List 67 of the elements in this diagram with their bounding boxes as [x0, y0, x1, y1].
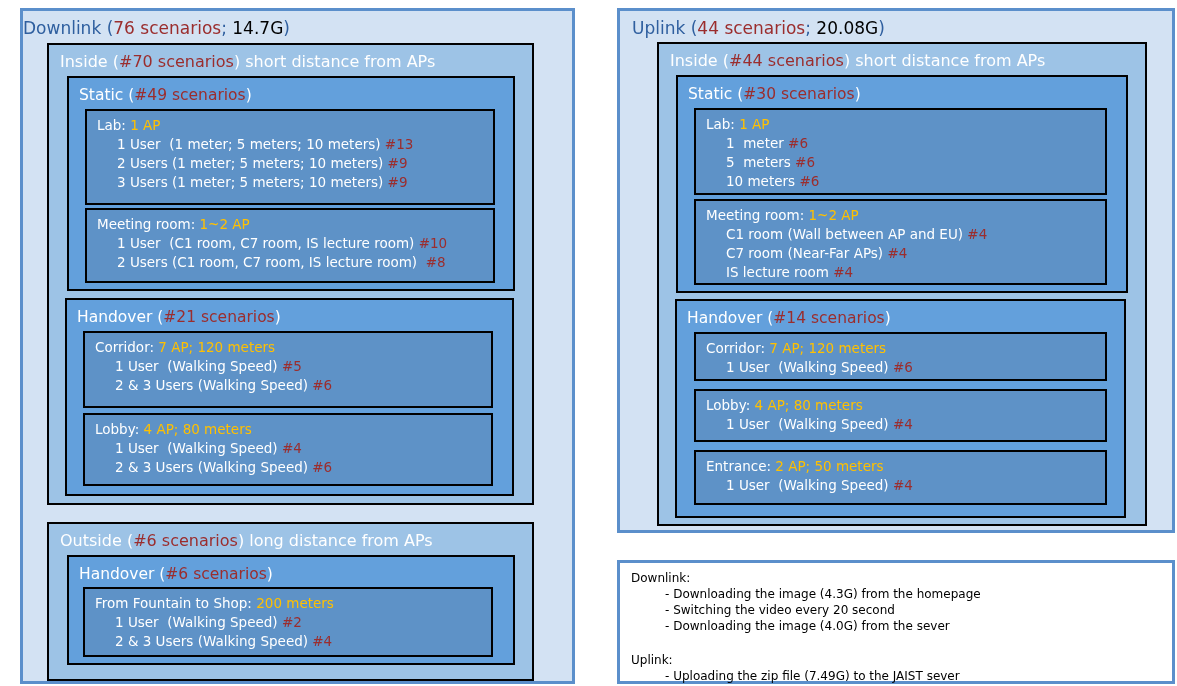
panel [20, 8, 575, 684]
scenario-line: 5 meters #6 [726, 153, 815, 172]
scenario-line: 2 Users (1 meter; 5 meters; 10 meters) #9 [117, 154, 408, 173]
notes-heading: Uplink: [631, 652, 673, 668]
panel-heading: Downlink (76 scenarios; 14.7G) [23, 17, 290, 39]
panel [65, 298, 514, 496]
location-heading: Meeting room: 1~2 AP [706, 206, 859, 225]
panel-heading: Uplink (44 scenarios; 20.08G) [632, 17, 885, 39]
notes-heading: Downlink: [631, 570, 691, 586]
notes-item: - Downloading the image (4.0G) from the sever [665, 618, 950, 634]
scenario-line: 1 User (Walking Speed) #4 [726, 415, 913, 434]
scenario-line: 1 User (Walking Speed) #4 [726, 476, 913, 495]
scenario-line: 1 User (Walking Speed) #5 [115, 357, 302, 376]
location-heading: Meeting room: 1~2 AP [97, 215, 250, 234]
scenario-line: 2 & 3 Users (Walking Speed) #4 [115, 632, 333, 651]
panel [676, 75, 1128, 293]
panel-heading: Handover (#14 scenarios) [687, 308, 891, 329]
scenario-box [85, 208, 495, 283]
notes-item: - Switching the video every 20 second [665, 602, 895, 618]
location-heading: Lobby: 4 AP; 80 meters [95, 420, 252, 439]
panel [47, 43, 534, 505]
scenario-line: C7 room (Near-Far APs) #4 [726, 244, 908, 263]
scenario-box [694, 332, 1107, 381]
scenario-line: 10 meters #6 [726, 172, 820, 191]
panel [67, 76, 515, 291]
scenario-box [83, 413, 493, 486]
scenario-box [694, 389, 1107, 442]
scenario-line: 1 User (Walking Speed) #4 [115, 439, 302, 458]
location-heading: Lab: 1 AP [97, 116, 161, 135]
panel-heading: Handover (#6 scenarios) [79, 564, 273, 585]
panel-heading: Inside (#70 scenarios) short distance from APs [60, 51, 436, 73]
scenario-line: C1 room (Wall between AP and EU) #4 [726, 225, 988, 244]
scenario-line: 1 User (Walking Speed) #2 [115, 613, 302, 632]
panel [47, 522, 534, 681]
panel [675, 299, 1126, 518]
scenario-line: 2 Users (C1 room, C7 room, IS lecture room) #8 [117, 253, 446, 272]
location-heading: Lab: 1 AP [706, 115, 770, 134]
panel-heading: Handover (#21 scenarios) [77, 307, 281, 328]
scenario-line: 2 & 3 Users (Walking Speed) #6 [115, 376, 333, 395]
scenario-line: 1 meter #6 [726, 134, 808, 153]
scenario-line: 1 User (Walking Speed) #6 [726, 358, 913, 377]
location-heading: Corridor: 7 AP; 120 meters [95, 338, 276, 357]
scenario-box [85, 109, 495, 205]
location-heading: Corridor: 7 AP; 120 meters [706, 339, 887, 358]
scenario-box [694, 450, 1107, 505]
notes-box [617, 560, 1175, 684]
scenario-box [694, 199, 1107, 285]
notes-item: - Uploading the zip file (7.49G) to the JAIST sever [665, 668, 960, 684]
scenario-box [83, 587, 493, 657]
scenario-line: IS lecture room #4 [726, 263, 854, 282]
scenario-box [83, 331, 493, 408]
panel-heading: Outside (#6 scenarios) long distance from APs [60, 530, 433, 552]
panel-heading: Static (#49 scenarios) [79, 85, 252, 106]
notes-item: - Downloading the image (4.3G) from the homepage [665, 586, 981, 602]
scenario-box [694, 108, 1107, 195]
location-heading: From Fountain to Shop: 200 meters [95, 594, 334, 613]
location-heading: Entrance: 2 AP; 50 meters [706, 457, 884, 476]
scenario-line: 2 & 3 Users (Walking Speed) #6 [115, 458, 333, 477]
scenario-line: 1 User (C1 room, C7 room, IS lecture room) #10 [117, 234, 448, 253]
panel-heading: Inside (#44 scenarios) short distance from APs [670, 50, 1046, 72]
panel [67, 555, 515, 665]
scenario-line: 3 Users (1 meter; 5 meters; 10 meters) #9 [117, 173, 408, 192]
scenario-line: 1 User (1 meter; 5 meters; 10 meters) #13 [117, 135, 414, 154]
location-heading: Lobby: 4 AP; 80 meters [706, 396, 863, 415]
panel [657, 42, 1147, 526]
panel-heading: Static (#30 scenarios) [688, 84, 861, 105]
panel [617, 8, 1175, 533]
